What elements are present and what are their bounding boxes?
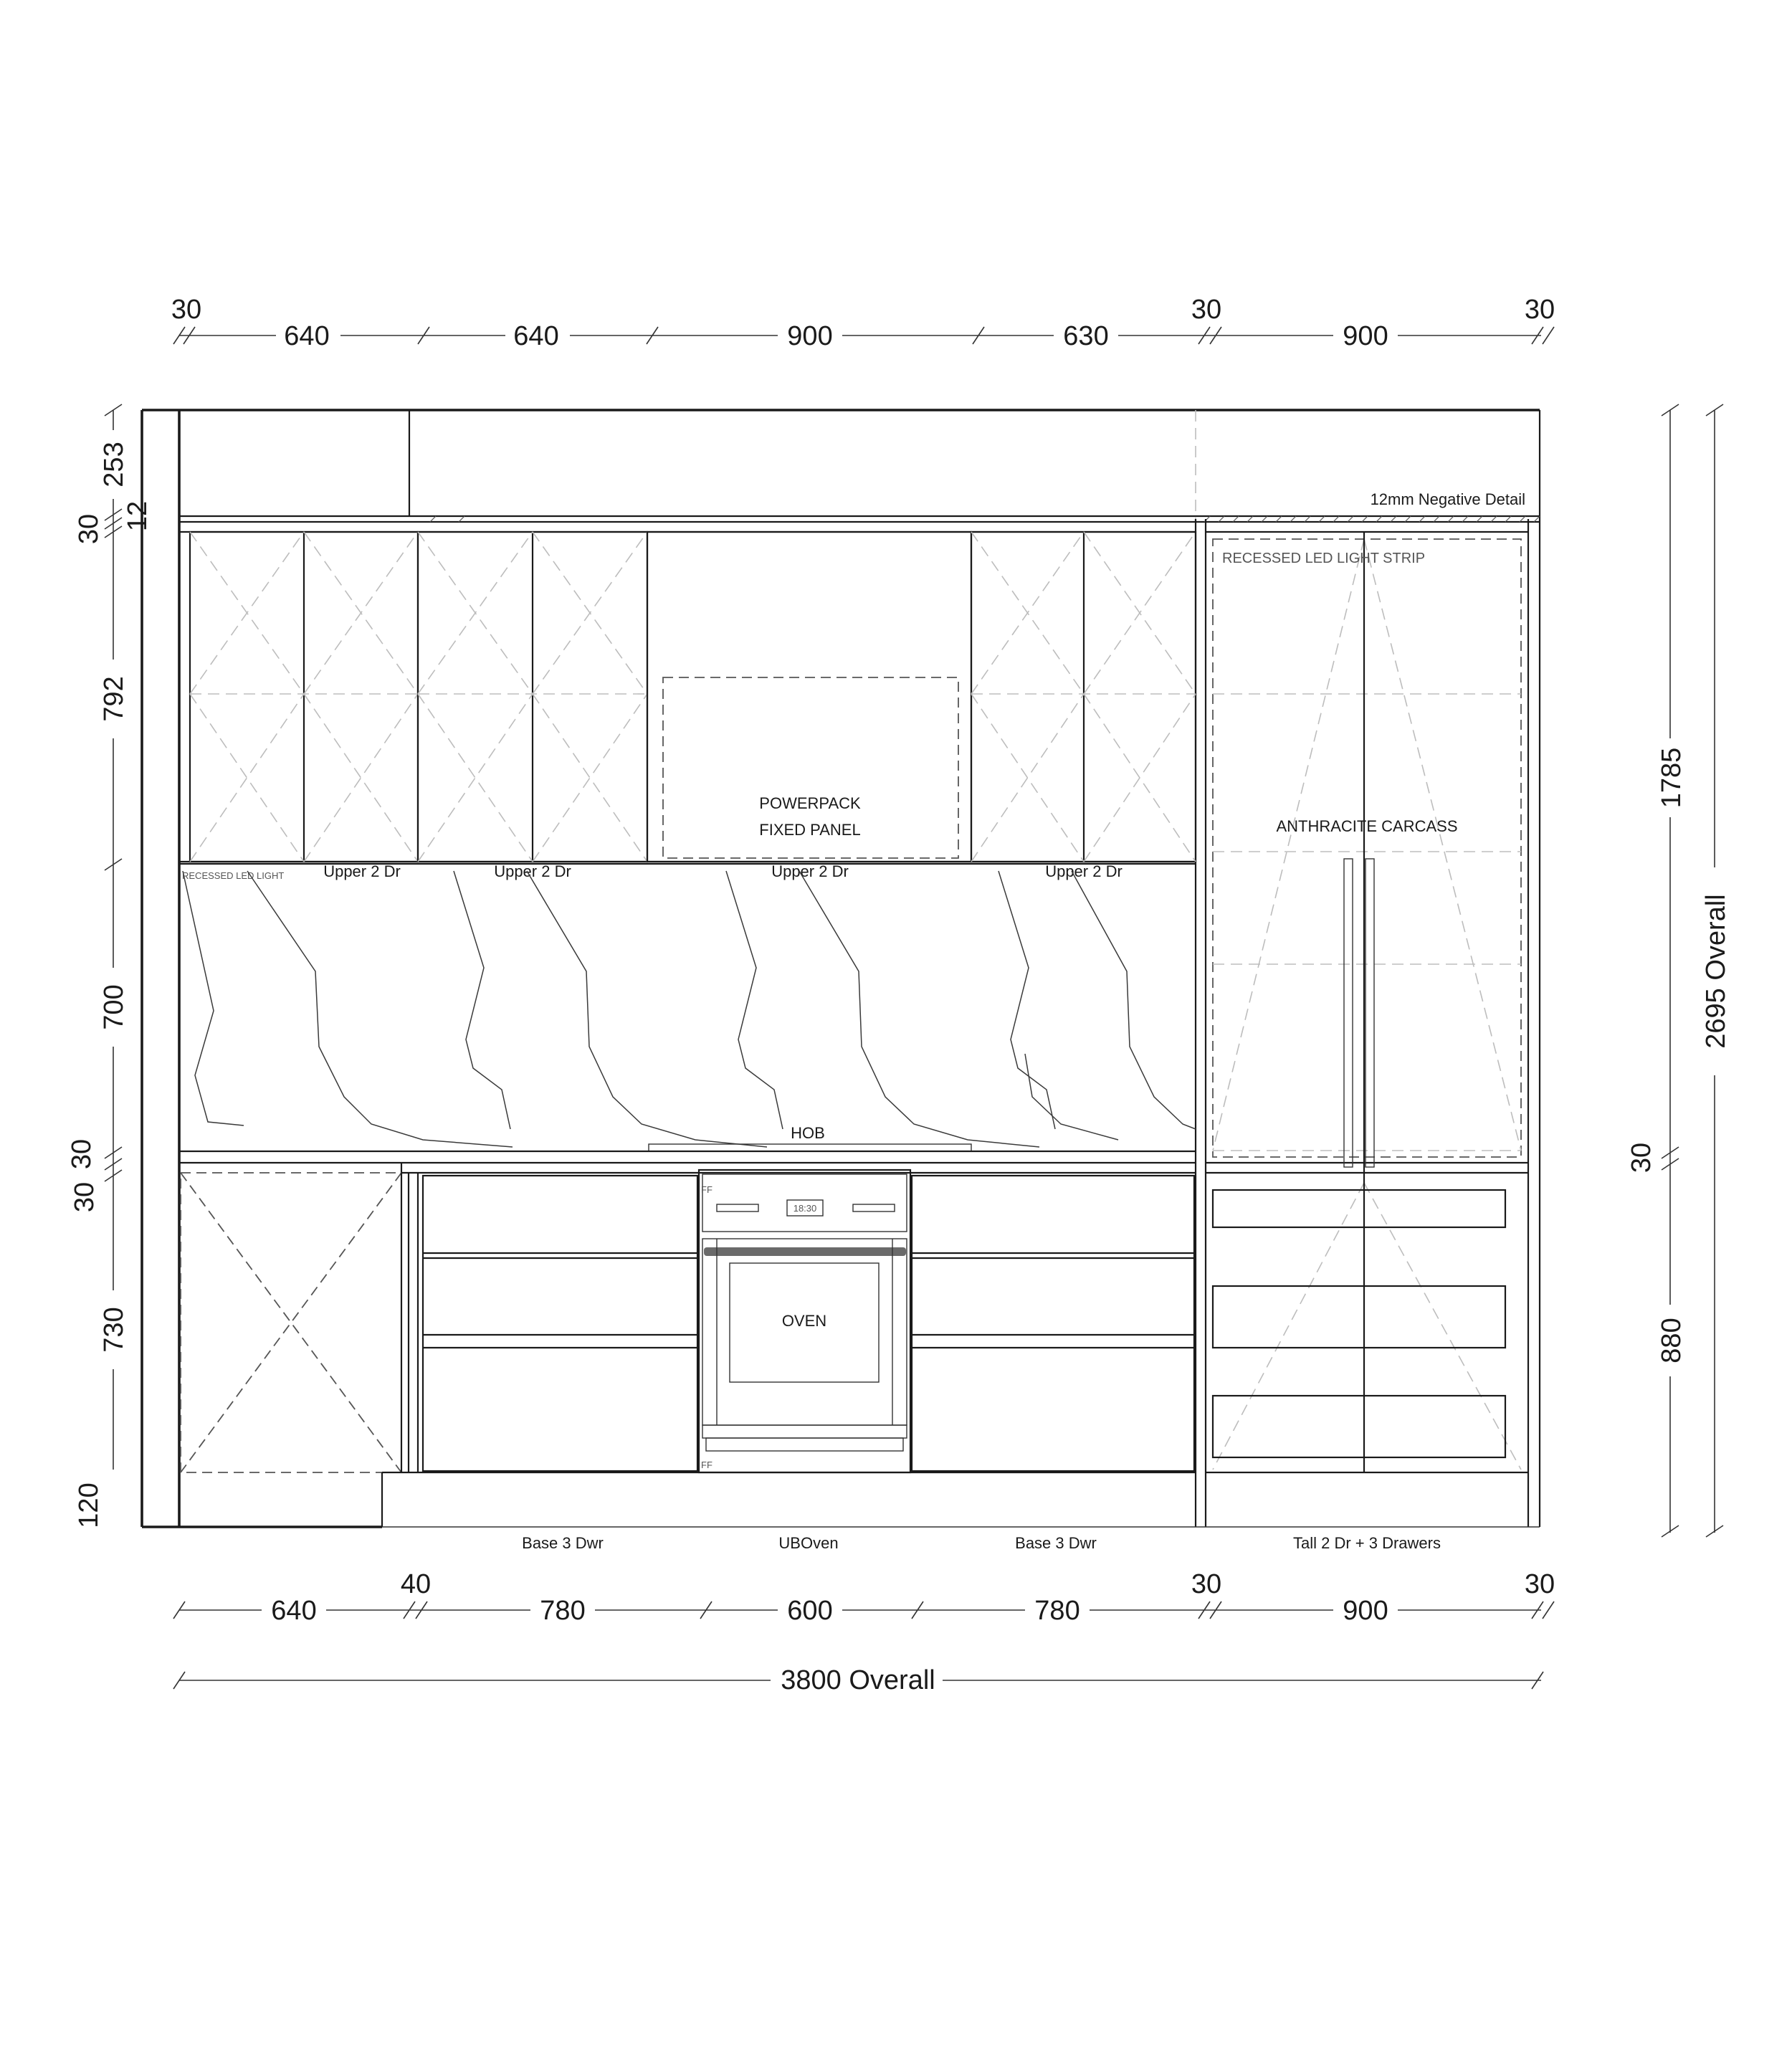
oven[interactable]: FF 18:30 FF OVEN bbox=[697, 1168, 912, 1474]
base-cabinets: FF 18:30 FF OVEN Base 3 Dwr UBO bbox=[179, 1168, 1540, 1552]
upper-label-4: Upper 2 Dr bbox=[1045, 862, 1123, 880]
left-dim-5: 700 bbox=[99, 984, 129, 1029]
oven-label: OVEN bbox=[782, 1312, 826, 1330]
base-left-label: Base 3 Dwr bbox=[522, 1534, 604, 1552]
right-dim-tall-lower: 880 bbox=[1657, 1318, 1687, 1363]
tall-drawer-1[interactable] bbox=[1211, 1189, 1507, 1229]
left-dim-7: 30 bbox=[70, 1182, 100, 1212]
right-dimension-chains: 1785 30 880 2695 Overall bbox=[1626, 404, 1732, 1538]
ff-bottom-label: FF bbox=[701, 1460, 712, 1470]
bottom-dim-3: 780 bbox=[540, 1596, 585, 1626]
tall-unit-label: Tall 2 Dr + 3 Drawers bbox=[1293, 1534, 1441, 1552]
powerpack-label: POWERPACK bbox=[759, 794, 861, 812]
base-cabinet-left bbox=[421, 1174, 699, 1472]
left-dim-8: 730 bbox=[99, 1307, 129, 1352]
left-dim-6: 30 bbox=[67, 1139, 97, 1169]
top-dimension-chain: 30 640 640 900 630 30 900 30 bbox=[171, 295, 1555, 351]
bottom-dim-1: 640 bbox=[271, 1596, 316, 1626]
left-dimension-chain: 253 30 12 792 700 30 30 730 120 bbox=[67, 404, 153, 1538]
splashback: HOB bbox=[179, 862, 1196, 1152]
fixed-panel-label: FIXED PANEL bbox=[759, 821, 860, 839]
left-dim-2: 30 bbox=[74, 514, 104, 544]
upper-label-2: Upper 2 Dr bbox=[494, 862, 571, 880]
top-dim-4: 900 bbox=[787, 321, 832, 351]
bottom-dim-4: 600 bbox=[787, 1596, 832, 1626]
bottom-dim-7: 900 bbox=[1343, 1596, 1388, 1626]
recessed-led-light-label: RECESSED LED LIGHT bbox=[182, 870, 284, 881]
bottom-dim-8: 30 bbox=[1525, 1569, 1555, 1599]
benchtop bbox=[179, 1150, 1196, 1174]
upper-cabinet-4 bbox=[970, 530, 1197, 863]
upper-label-3: Upper 2 Dr bbox=[771, 862, 849, 880]
oven-display: 18:30 bbox=[793, 1203, 817, 1214]
left-dim-9: 120 bbox=[74, 1482, 104, 1528]
right-dim-overall: 2695 Overall bbox=[1701, 894, 1731, 1048]
tall-drawer-2[interactable] bbox=[1211, 1285, 1507, 1349]
top-dim-1: 30 bbox=[171, 295, 201, 325]
upper-cabinet-2 bbox=[416, 530, 649, 863]
upper-cabinets: POWERPACK FIXED PANEL Upper 2 Dr Upper 2… bbox=[182, 530, 1197, 881]
top-dim-8: 30 bbox=[1525, 295, 1555, 325]
tall-drawer-3[interactable] bbox=[1211, 1394, 1507, 1459]
bottom-dim-2: 40 bbox=[401, 1569, 431, 1599]
right-dim-tall-upper: 1785 bbox=[1657, 748, 1687, 809]
base-right-label: Base 3 Dwr bbox=[1015, 1534, 1097, 1552]
base-cabinet-right bbox=[910, 1174, 1196, 1472]
oven-handle[interactable] bbox=[704, 1247, 906, 1256]
powerpack-fixed-panel: POWERPACK FIXED PANEL bbox=[646, 530, 973, 863]
ff-top-label: FF bbox=[701, 1184, 712, 1195]
top-dim-2: 640 bbox=[284, 321, 329, 351]
left-dim-4: 792 bbox=[99, 676, 129, 721]
tall-unit: RECESSED LED LIGHT STRIP ANTHRACITE CARC… bbox=[1206, 530, 1528, 1552]
top-dim-3: 640 bbox=[513, 321, 558, 351]
left-dim-3: 12 bbox=[123, 501, 153, 531]
upper-label-1: Upper 2 Dr bbox=[323, 862, 401, 880]
recessed-led-strip-label: RECESSED LED LIGHT STRIP bbox=[1222, 551, 1425, 566]
right-dim-gap: 30 bbox=[1626, 1143, 1657, 1173]
left-dim-1: 253 bbox=[99, 442, 129, 487]
top-dim-6: 30 bbox=[1191, 295, 1221, 325]
ub-oven-label: UBOven bbox=[778, 1534, 838, 1552]
negative-detail-hatch bbox=[429, 515, 1540, 523]
top-dim-5: 630 bbox=[1063, 321, 1108, 351]
bottom-dimension-chain: 640 40 780 600 780 30 900 30 3800 Overal… bbox=[173, 1569, 1555, 1699]
upper-cabinet-1 bbox=[189, 530, 419, 863]
bottom-dim-5: 780 bbox=[1034, 1596, 1080, 1626]
top-dim-7: 900 bbox=[1343, 321, 1388, 351]
tall-door-handle-left[interactable] bbox=[1343, 858, 1353, 1168]
bottom-dim-6: 30 bbox=[1191, 1569, 1221, 1599]
open-corner-void bbox=[180, 1172, 403, 1527]
anthracite-carcass-label: ANTHRACITE CARCASS bbox=[1276, 817, 1457, 835]
bottom-dim-overall: 3800 Overall bbox=[781, 1665, 935, 1695]
negative-detail-label: 12mm Negative Detail bbox=[1371, 490, 1525, 508]
outer-structure: 12mm Negative Detail bbox=[140, 409, 1541, 1528]
tall-door-handle-right[interactable] bbox=[1365, 858, 1375, 1168]
hob-label: HOB bbox=[791, 1124, 825, 1142]
